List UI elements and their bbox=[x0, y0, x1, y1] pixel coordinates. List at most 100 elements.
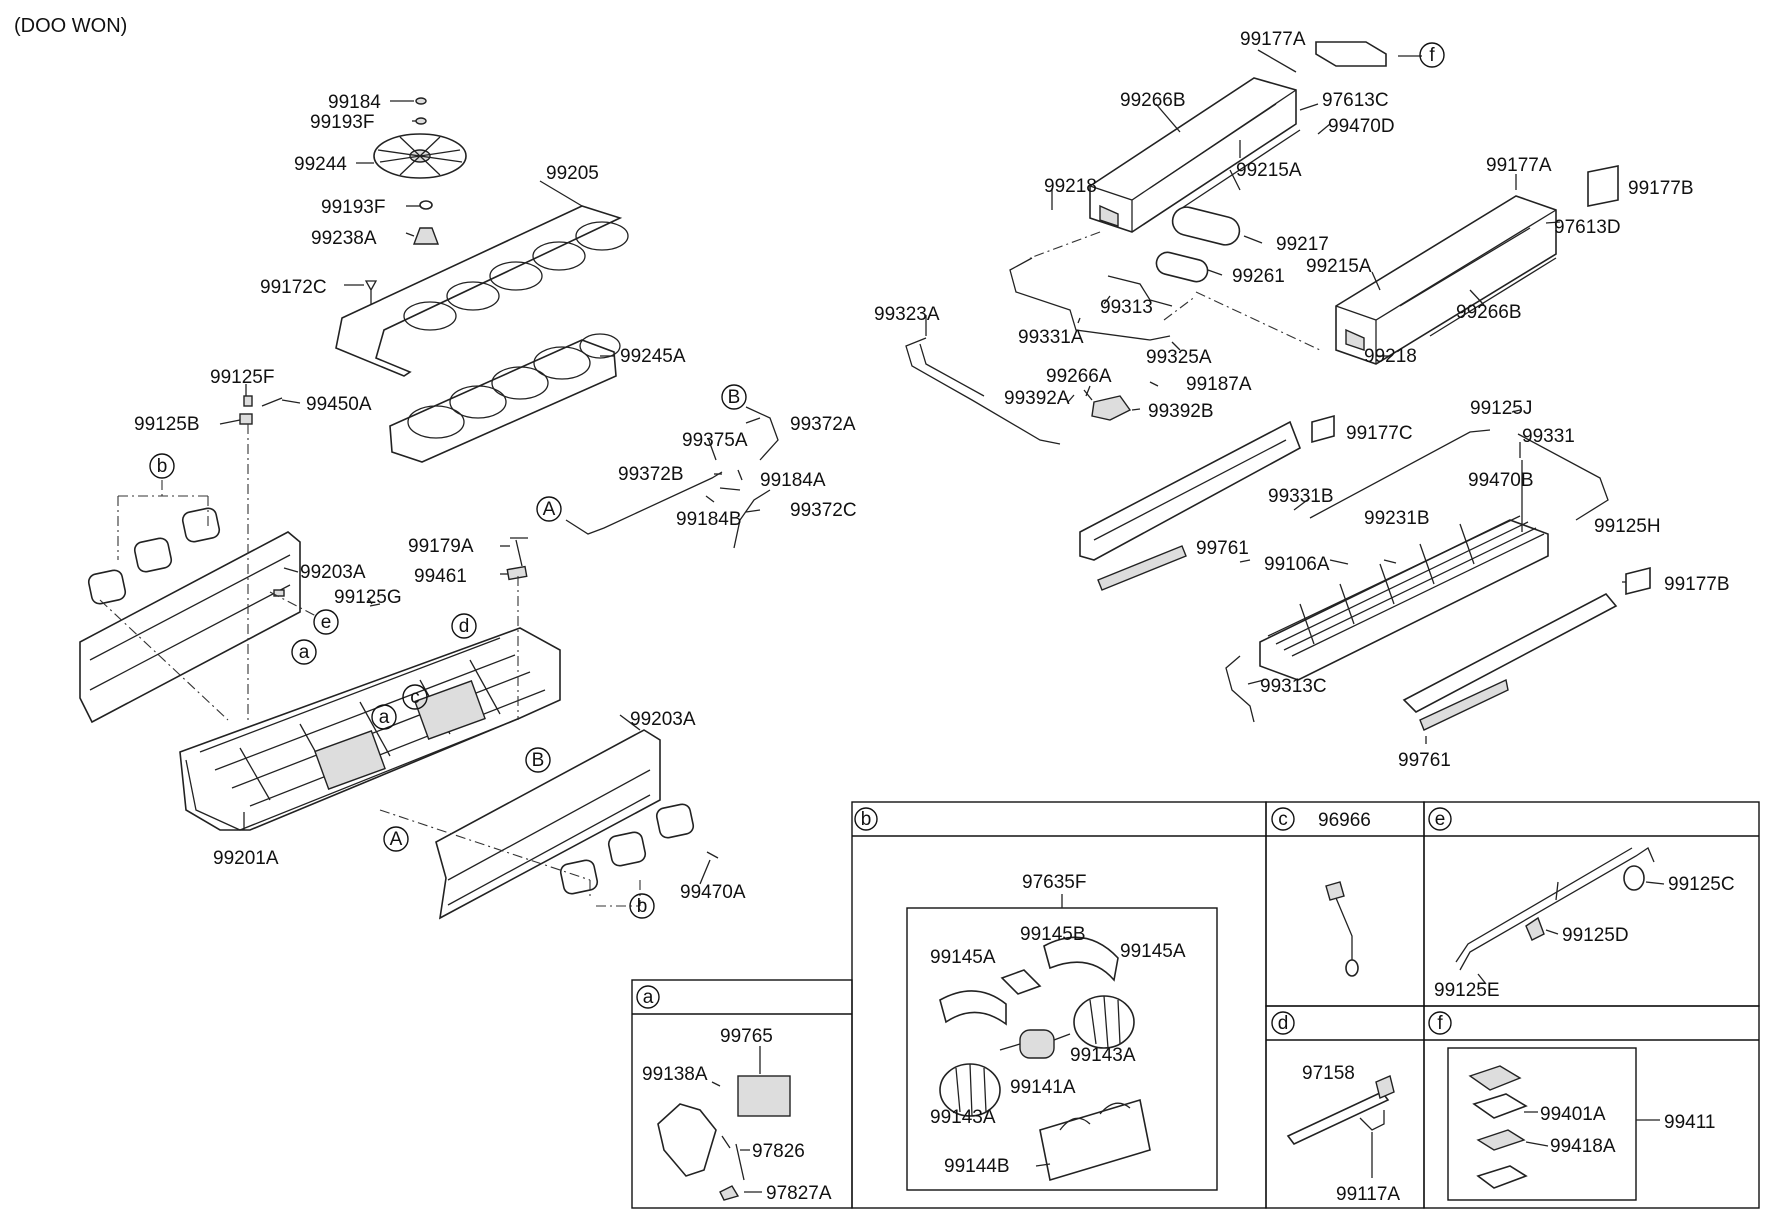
label-99231B: 99231B bbox=[1364, 508, 1430, 529]
label-99215A-1: 99215A bbox=[1236, 160, 1302, 181]
label-99203A-1: 99203A bbox=[300, 562, 366, 583]
pipe-99331 bbox=[1309, 429, 1609, 532]
roof-unit-99201A bbox=[179, 627, 561, 831]
filters-99177 bbox=[1311, 165, 1651, 596]
cover-99203A-right bbox=[435, 729, 661, 920]
panel-a: a 99765 99138A 97826 97827A bbox=[631, 979, 853, 1209]
label-99266B-2: 99266B bbox=[1456, 302, 1522, 323]
panel-c: c 96966 bbox=[1265, 801, 1425, 1007]
callout-A-pipe: A bbox=[543, 499, 556, 520]
label-99184B: 99184B bbox=[676, 509, 742, 530]
blower-set-right bbox=[559, 803, 695, 895]
label-99177C: 99177C bbox=[1346, 423, 1413, 444]
label-99125B: 99125B bbox=[134, 414, 200, 435]
label-99145A-1: 99145A bbox=[930, 947, 996, 968]
fan-blades bbox=[377, 136, 463, 176]
panel-c-letter: c bbox=[1278, 809, 1288, 830]
label-99313C: 99313C bbox=[1260, 676, 1327, 697]
label-99323A: 99323A bbox=[874, 304, 940, 325]
hose-99323A bbox=[905, 337, 1061, 445]
callout-B-pipe: B bbox=[728, 387, 741, 408]
small-hardware-left bbox=[239, 395, 719, 859]
label-99238A: 99238A bbox=[311, 228, 377, 249]
part-labels: 99184 99193F 99244 99205 99193F 99238A 9… bbox=[134, 29, 1730, 903]
label-99177B-2: 99177B bbox=[1664, 574, 1730, 595]
sensor-96966 bbox=[1325, 881, 1345, 901]
label-99266A: 99266A bbox=[1046, 366, 1112, 387]
label-97613C: 97613C bbox=[1322, 90, 1389, 111]
panel-a-letter: a bbox=[643, 987, 654, 1008]
label-99117A: 99117A bbox=[1336, 1184, 1400, 1205]
label-99205: 99205 bbox=[546, 163, 599, 184]
callout-b-bottom: b bbox=[637, 896, 648, 917]
label-97613D: 97613D bbox=[1554, 217, 1621, 238]
label-99761-2: 99761 bbox=[1398, 750, 1451, 771]
label-99331A: 99331A bbox=[1018, 327, 1084, 348]
condenser-unit-upper bbox=[1089, 77, 1301, 233]
label-99765: 99765 bbox=[720, 1026, 773, 1047]
guide-lines-left bbox=[99, 424, 641, 907]
label-99106A: 99106A bbox=[1264, 554, 1330, 575]
label-99244: 99244 bbox=[294, 154, 347, 175]
receiver-drier bbox=[1107, 206, 1241, 307]
panel-b: b 97635F 99145B 99145A 99145A 99143A 991… bbox=[851, 801, 1267, 1209]
panel-e-letter: e bbox=[1435, 809, 1446, 830]
label-99245A: 99245A bbox=[620, 346, 686, 367]
label-99177A-1: 99177A bbox=[1240, 29, 1306, 50]
housing-99145A-left bbox=[939, 990, 1007, 1026]
callout-d: d bbox=[459, 616, 470, 637]
valve-99392B bbox=[1083, 389, 1132, 421]
label-99187A: 99187A bbox=[1186, 374, 1252, 395]
condenser-core-99231B bbox=[1259, 515, 1549, 681]
fan-assembly bbox=[364, 97, 467, 305]
label-99375A: 99375A bbox=[682, 430, 748, 451]
label-99141A: 99141A bbox=[1010, 1077, 1076, 1098]
header-note: (DOO WON) bbox=[14, 15, 127, 37]
control-kit-box bbox=[1447, 1047, 1637, 1201]
label-99470A: 99470A bbox=[680, 882, 746, 903]
motor-99238A bbox=[412, 227, 440, 245]
leader-lines bbox=[219, 49, 1638, 885]
clip-99125D bbox=[1525, 916, 1545, 941]
panel-d-letter: d bbox=[1278, 1013, 1289, 1034]
label-97826: 97826 bbox=[752, 1141, 805, 1162]
label-99372B: 99372B bbox=[618, 464, 684, 485]
grille-plate-99205 bbox=[335, 205, 629, 377]
label-99461: 99461 bbox=[414, 566, 467, 587]
panel-b-letter: b bbox=[861, 809, 872, 830]
label-99266B-1: 99266B bbox=[1120, 90, 1186, 111]
label-99331: 99331 bbox=[1522, 426, 1575, 447]
label-97635F: 97635F bbox=[1022, 872, 1086, 893]
bracket-99138A bbox=[657, 1103, 717, 1177]
label-99217: 99217 bbox=[1276, 234, 1329, 255]
cover-99203A-left bbox=[79, 531, 301, 724]
label-99125C: 99125C bbox=[1668, 874, 1735, 895]
label-99470D: 99470D bbox=[1328, 116, 1395, 137]
label-99331B: 99331B bbox=[1268, 486, 1334, 507]
housing-99145A-right bbox=[1043, 936, 1119, 982]
label-99179A: 99179A bbox=[408, 536, 474, 557]
callout-markers: b e a d c a B A b B A f bbox=[149, 42, 1445, 919]
grommet-99125C bbox=[1623, 865, 1645, 891]
callout-a-2: a bbox=[379, 707, 390, 728]
label-99125E: 99125E bbox=[1434, 980, 1500, 1001]
label-99125F: 99125F bbox=[210, 367, 274, 388]
label-99401A: 99401A bbox=[1540, 1104, 1606, 1125]
label-99138A: 99138A bbox=[642, 1064, 708, 1085]
label-99411: 99411 bbox=[1664, 1112, 1715, 1133]
callout-c: c bbox=[410, 687, 420, 708]
housing-99144B bbox=[1039, 1098, 1151, 1182]
label-99145A-2: 99145A bbox=[1120, 941, 1186, 962]
label-99125J: 99125J bbox=[1470, 398, 1532, 419]
callout-a-1: a bbox=[299, 642, 310, 663]
callout-e: e bbox=[321, 612, 332, 633]
label-99261: 99261 bbox=[1232, 266, 1285, 287]
label-99392B: 99392B bbox=[1148, 401, 1214, 422]
label-96966: 96966 bbox=[1318, 810, 1371, 831]
label-99177A-2: 99177A bbox=[1486, 155, 1552, 176]
pipe-99313C bbox=[1225, 655, 1255, 723]
panel-f: f 99401A 99411 99418A bbox=[1423, 1005, 1760, 1209]
label-99418A: 99418A bbox=[1550, 1136, 1616, 1157]
panel-f-letter: f bbox=[1437, 1013, 1443, 1034]
grille-frame-99245A bbox=[389, 333, 621, 463]
